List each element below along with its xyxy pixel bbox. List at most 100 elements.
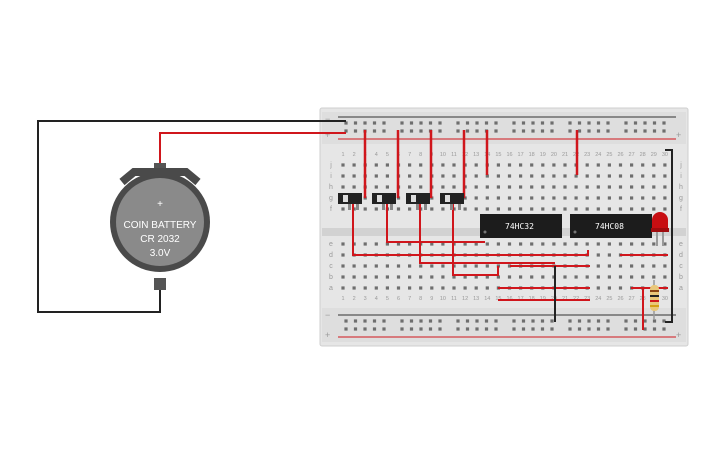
rail-hole-1-15[interactable]	[512, 129, 516, 133]
rail-hole-3-25[interactable]	[624, 327, 628, 331]
hole-a4[interactable]	[374, 286, 378, 290]
hole-h7[interactable]	[408, 185, 412, 189]
hole-j11[interactable]	[452, 163, 456, 167]
hole-b6[interactable]	[396, 275, 401, 279]
rail-hole-3-0[interactable]	[344, 327, 348, 331]
hole-e21[interactable]	[563, 242, 567, 246]
hole-c24[interactable]	[596, 264, 600, 268]
rail-hole-2-13[interactable]	[484, 319, 489, 323]
hole-d25[interactable]	[607, 253, 611, 257]
rail-hole-1-26[interactable]	[633, 129, 638, 133]
rail-hole-2-3[interactable]	[372, 319, 377, 323]
hole-i27[interactable]	[630, 174, 634, 178]
hole-e30[interactable]	[663, 242, 667, 246]
rail-hole-3-27[interactable]	[643, 327, 647, 331]
hole-c16[interactable]	[507, 264, 512, 268]
hole-g14[interactable]	[485, 196, 489, 200]
hole-c12[interactable]	[463, 264, 467, 268]
rail-hole-0-23[interactable]	[596, 121, 601, 125]
hole-b8[interactable]	[419, 275, 423, 279]
hole-c5[interactable]	[385, 264, 389, 268]
rail-hole-0-15[interactable]	[512, 121, 516, 125]
slide-switch-4[interactable]	[440, 193, 464, 210]
hole-e28[interactable]	[641, 242, 645, 246]
rail-hole-0-16[interactable]	[521, 121, 526, 125]
hole-j20[interactable]	[552, 163, 556, 167]
hole-j5[interactable]	[385, 163, 389, 167]
hole-b9[interactable]	[430, 275, 434, 279]
rail-hole-3-15[interactable]	[512, 327, 516, 331]
hole-b30[interactable]	[663, 275, 667, 279]
ic-74hc08[interactable]: 74HC08	[570, 214, 652, 238]
hole-a26[interactable]	[618, 286, 623, 290]
hole-e25[interactable]	[607, 242, 611, 246]
rail-hole-2-4[interactable]	[382, 319, 386, 323]
hole-f15[interactable]	[496, 207, 500, 211]
hole-g23[interactable]	[585, 196, 589, 200]
rail-hole-2-22[interactable]	[587, 319, 591, 323]
rail-hole-1-14[interactable]	[494, 129, 498, 133]
rail-hole-3-6[interactable]	[409, 327, 414, 331]
hole-h20[interactable]	[552, 185, 556, 189]
rail-hole-2-11[interactable]	[465, 319, 470, 323]
hole-a8[interactable]	[419, 286, 423, 290]
rail-hole-2-0[interactable]	[344, 319, 348, 323]
slide-switches[interactable]	[338, 193, 464, 210]
rail-hole-1-22[interactable]	[587, 129, 591, 133]
rail-hole-0-21[interactable]	[577, 121, 582, 125]
rail-hole-2-16[interactable]	[521, 319, 526, 323]
hole-b10[interactable]	[441, 275, 445, 279]
hole-f24[interactable]	[596, 207, 600, 211]
hole-i29[interactable]	[652, 174, 656, 178]
hole-h13[interactable]	[474, 185, 478, 189]
hole-f3[interactable]	[363, 207, 367, 211]
hole-i20[interactable]	[552, 174, 556, 178]
hole-b4[interactable]	[374, 275, 378, 279]
rail-hole-3-21[interactable]	[577, 327, 582, 331]
rail-hole-2-20[interactable]	[568, 319, 572, 323]
hole-j25[interactable]	[607, 163, 611, 167]
hole-i26[interactable]	[618, 174, 623, 178]
rail-hole-2-23[interactable]	[596, 319, 601, 323]
hole-e12[interactable]	[463, 242, 467, 246]
hole-h25[interactable]	[607, 185, 611, 189]
hole-b1[interactable]	[341, 275, 345, 279]
hole-b25[interactable]	[607, 275, 611, 279]
hole-g30[interactable]	[663, 196, 667, 200]
rail-hole-1-11[interactable]	[465, 129, 470, 133]
rail-hole-2-26[interactable]	[633, 319, 638, 323]
hole-g16[interactable]	[507, 196, 512, 200]
hole-e9[interactable]	[430, 242, 434, 246]
rail-hole-1-3[interactable]	[372, 129, 377, 133]
hole-f22[interactable]	[574, 207, 578, 211]
hole-f1[interactable]	[341, 207, 345, 211]
hole-i2[interactable]	[352, 174, 356, 178]
hole-f29[interactable]	[652, 207, 656, 211]
hole-j24[interactable]	[596, 163, 600, 167]
hole-c13[interactable]	[474, 264, 478, 268]
hole-g27[interactable]	[630, 196, 634, 200]
rail-hole-3-20[interactable]	[568, 327, 572, 331]
hole-c9[interactable]	[430, 264, 434, 268]
rail-hole-0-13[interactable]	[484, 121, 489, 125]
rail-hole-2-1[interactable]	[353, 319, 358, 323]
hole-b22[interactable]	[574, 275, 578, 279]
rail-hole-0-4[interactable]	[382, 121, 386, 125]
rail-hole-1-16[interactable]	[521, 129, 526, 133]
hole-b28[interactable]	[641, 275, 645, 279]
hole-h28[interactable]	[641, 185, 645, 189]
hole-e7[interactable]	[408, 242, 412, 246]
hole-b5[interactable]	[385, 275, 389, 279]
hole-b3[interactable]	[363, 275, 367, 279]
coin-battery[interactable]: + COIN BATTERY CR 2032 3.0V	[110, 163, 210, 290]
rail-hole-0-8[interactable]	[428, 121, 433, 125]
rail-hole-3-8[interactable]	[428, 327, 433, 331]
hole-b17[interactable]	[519, 275, 523, 279]
hole-f2[interactable]	[352, 207, 356, 211]
hole-f17[interactable]	[519, 207, 523, 211]
rail-hole-1-28[interactable]	[652, 129, 657, 133]
rail-hole-2-24[interactable]	[606, 319, 610, 323]
hole-b15[interactable]	[496, 275, 500, 279]
hole-i16[interactable]	[507, 174, 512, 178]
hole-j27[interactable]	[630, 163, 634, 167]
